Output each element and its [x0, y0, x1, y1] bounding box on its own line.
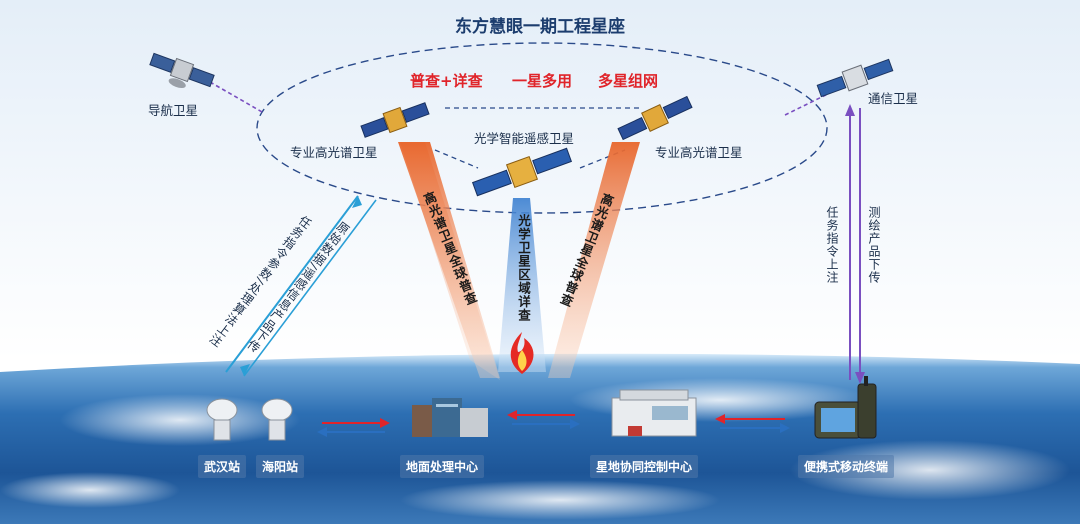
sky: [0, 0, 1080, 360]
optical-satellite-icon: [471, 147, 573, 197]
beam-center-label: 光学卫星区域详查: [516, 214, 531, 322]
optical-satellite-label: 光学智能遥感卫星: [474, 131, 575, 146]
hyperspectral-satellite-right-label: 专业高光谱卫星: [655, 145, 743, 160]
cloud: [400, 480, 720, 520]
beam-right: [548, 142, 640, 378]
communication-satellite-label: 通信卫星: [868, 91, 919, 106]
downlink-arrow-right: [855, 372, 865, 384]
beam-center: [498, 198, 546, 372]
ground-link-3: [715, 414, 790, 433]
page-title: 东方慧眼一期工程星座: [455, 17, 625, 37]
slogan-multi-use: 一星多用: [512, 72, 573, 90]
haiyang-station-label: 海阳站: [256, 455, 305, 478]
communication-satellite-icon: [816, 58, 894, 98]
slogan-multi-satellite: 多星组网: [598, 72, 659, 90]
navigation-satellite-label: 导航卫星: [148, 103, 199, 118]
uplink-arrow-left: [352, 196, 362, 208]
processing-center-label: 地面处理中心: [400, 455, 485, 478]
control-center-label: 星地协同控制中心: [590, 455, 699, 478]
intersat-link: [434, 149, 479, 169]
downlink-arrow-left: [240, 364, 250, 376]
control-center-building-icon: [611, 389, 697, 437]
uplink-line-left: [225, 195, 359, 373]
hyperspectral-satellite-left-label: 专业高光谱卫星: [290, 145, 378, 160]
hyperspectral-satellite-right-icon: [617, 95, 693, 141]
cloud: [60, 394, 300, 446]
slogan-general-detailed: 普查+详查: [410, 72, 483, 90]
ground-link-2: [507, 410, 580, 429]
hyperspectral-satellite-left-icon: [360, 102, 430, 138]
ground-link-1: [317, 418, 390, 437]
right-downlink-label: 测绘产品下传: [867, 206, 881, 284]
wuhan-antenna-icon: [206, 398, 238, 441]
downlink-line-left: [243, 199, 377, 377]
wuhan-station-label: 武汉站: [198, 455, 247, 478]
beam-left-glow: [400, 142, 500, 380]
cloud: [0, 472, 180, 508]
orbit-ellipse: [256, 42, 828, 214]
haiyang-antenna-icon: [261, 398, 293, 441]
right-uplink-label: 任务指令上注: [825, 206, 839, 284]
mobile-terminal-label: 便携式移动终端: [798, 455, 895, 478]
mobile-terminal-icon: [814, 376, 877, 439]
fire-icon: [510, 332, 534, 374]
uplink-arrow-right: [845, 104, 855, 116]
navigation-link: [209, 81, 263, 113]
navigation-satellite-icon: [149, 52, 215, 89]
processing-center-building-icon: [412, 398, 488, 437]
